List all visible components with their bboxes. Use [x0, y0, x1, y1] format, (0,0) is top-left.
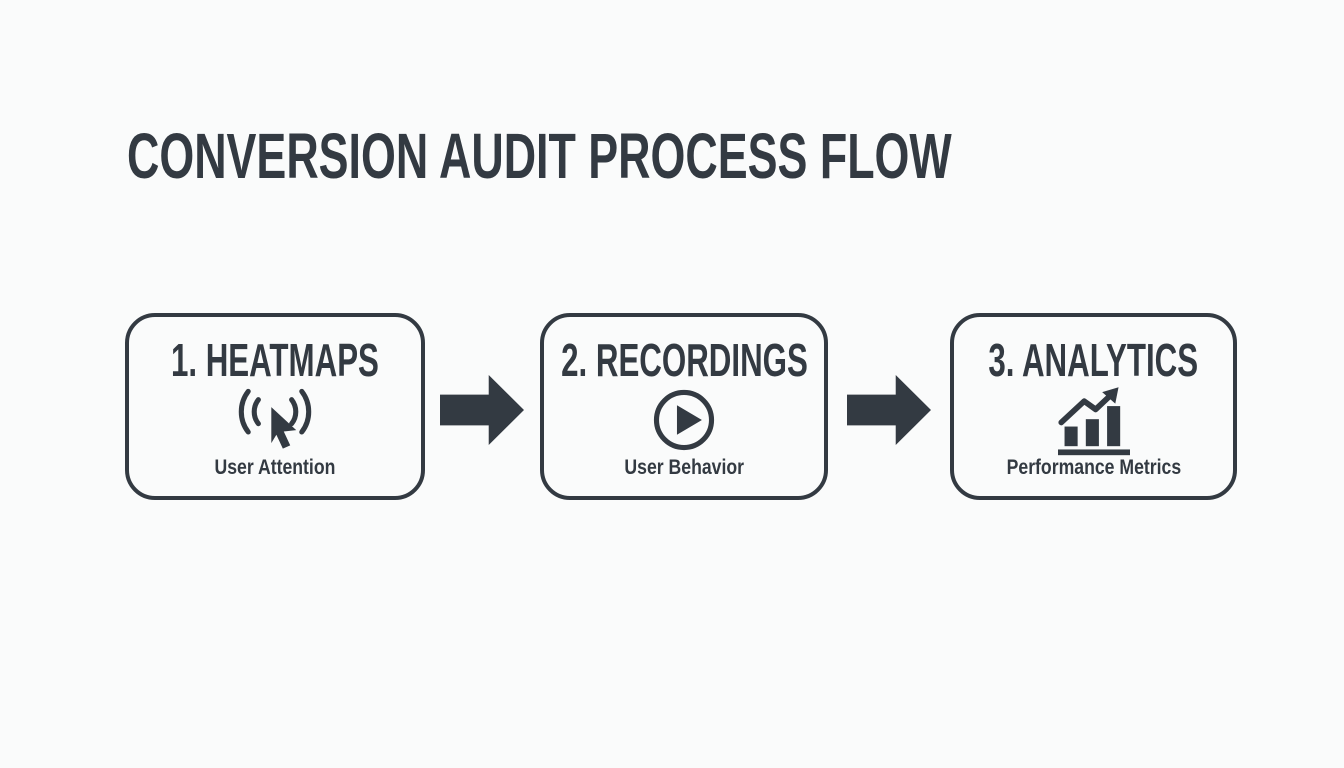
- bar-chart-growth-icon: [1053, 383, 1135, 457]
- step-box-heatmaps: 1. HEATMAPS User Attention: [125, 313, 425, 500]
- play-icon: [652, 383, 716, 457]
- arrow-right-icon: [440, 375, 524, 445]
- arrow-right-icon: [847, 375, 931, 445]
- step-heading-analytics: 3. ANALYTICS: [988, 334, 1199, 386]
- step-heading-recordings: 2. RECORDINGS: [560, 334, 808, 386]
- step-subtitle-analytics: Performance Metrics: [1006, 456, 1181, 479]
- step-subtitle-heatmaps: User Attention: [214, 456, 336, 479]
- step-box-recordings: 2. RECORDINGS User Behavior: [540, 313, 828, 500]
- click-attention-icon: [225, 383, 325, 457]
- page-title: CONVERSION AUDIT PROCESS FLOW: [127, 120, 952, 192]
- step-box-analytics: 3. ANALYTICS Performance Metrics: [950, 313, 1237, 500]
- step-heading-heatmaps: 1. HEATMAPS: [171, 334, 379, 386]
- step-subtitle-recordings: User Behavior: [624, 456, 744, 479]
